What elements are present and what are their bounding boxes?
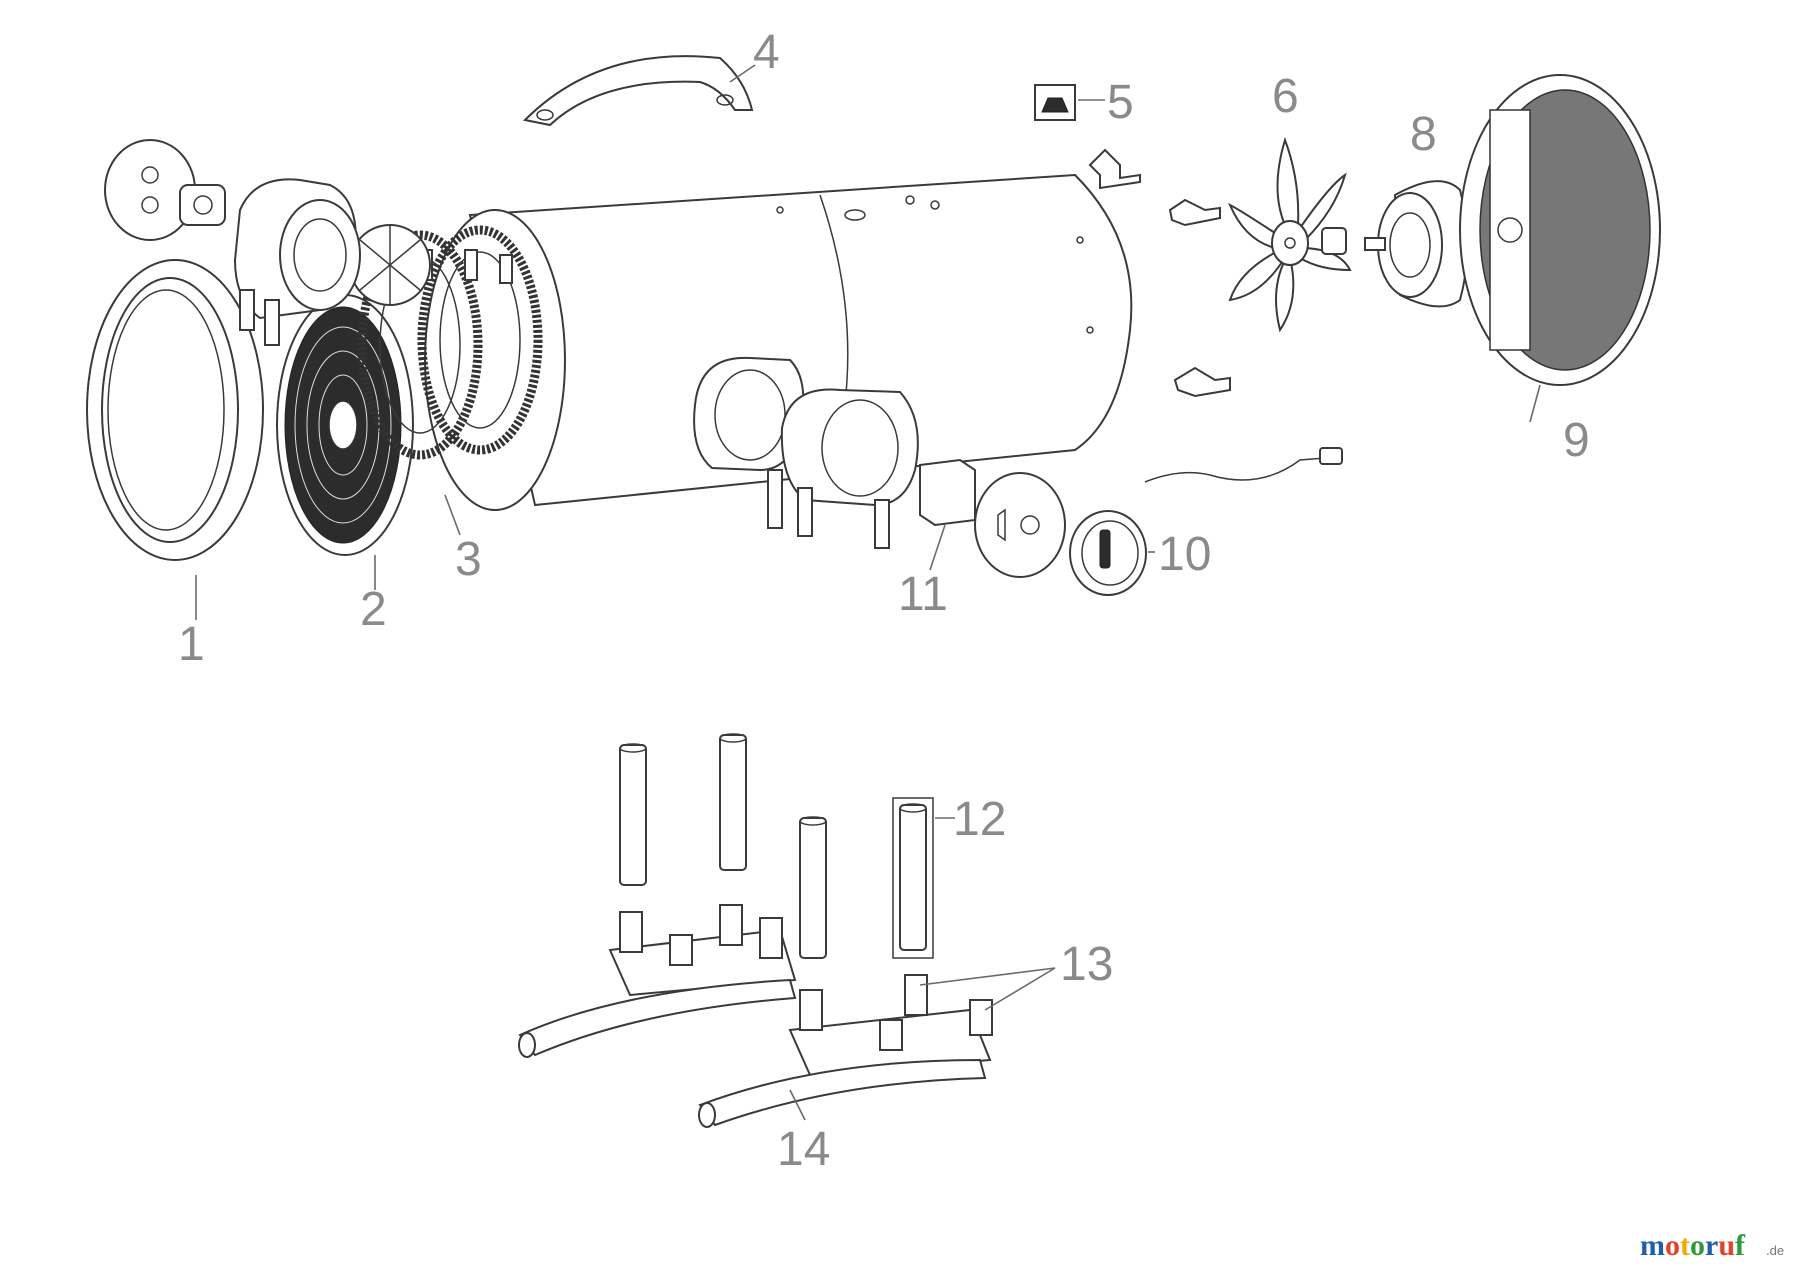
control-plate <box>974 472 1066 578</box>
heater-body-cylinder <box>424 173 1133 511</box>
callout-1: 1 <box>178 618 205 671</box>
callout-10: 10 <box>1158 528 1211 581</box>
switch-housing <box>693 356 919 549</box>
wm-letter-u: u <box>1718 1229 1735 1262</box>
callout-14: 14 <box>777 1123 830 1176</box>
switch <box>919 458 976 527</box>
leader-lines <box>195 64 1541 1121</box>
leg-feet <box>518 978 987 1128</box>
callout-9: 9 <box>1563 414 1590 467</box>
front-housing <box>233 178 361 346</box>
callout-6: 6 <box>1272 70 1299 123</box>
callout-11: 11 <box>898 568 948 621</box>
wm-letter-o2: o <box>1690 1229 1705 1262</box>
leg-tubes <box>619 733 934 959</box>
leg-brackets <box>608 904 993 1077</box>
wm-letter-m: m <box>1640 1229 1665 1262</box>
wm-letter-r: r <box>1705 1229 1718 1262</box>
wm-letter-f: f <box>1735 1229 1746 1262</box>
power-cable <box>1144 447 1343 483</box>
front-ring <box>86 259 264 561</box>
rear-grill <box>1459 74 1661 386</box>
callout-13: 13 <box>1060 938 1113 991</box>
wm-letter-o1: o <box>1665 1229 1680 1262</box>
rear-cover-assembly <box>104 139 226 241</box>
control-knob <box>1069 510 1147 596</box>
fan-blade <box>1228 136 1352 333</box>
element-holder <box>349 224 431 306</box>
fan-motor <box>1364 180 1469 308</box>
callout-labels: 1 2 3 4 5 6 8 9 10 11 12 13 14 <box>178 26 1590 1176</box>
callout-8: 8 <box>1410 108 1437 161</box>
callout-5: 5 <box>1107 76 1134 129</box>
callout-4: 4 <box>753 26 780 79</box>
mounting-brackets <box>1088 148 1231 398</box>
front-grill <box>276 294 414 556</box>
carry-handle <box>522 55 754 127</box>
callout-3: 3 <box>455 533 482 586</box>
callout-12: 12 <box>953 793 1006 846</box>
thermostat <box>1034 84 1076 121</box>
watermark-logo: motoruf .de <box>1640 1229 1784 1262</box>
callout-2: 2 <box>360 583 387 636</box>
svg-text:motoruf: motoruf <box>1640 1229 1746 1262</box>
wm-letter-t: t <box>1680 1229 1690 1262</box>
wm-suffix: .de <box>1766 1243 1784 1258</box>
